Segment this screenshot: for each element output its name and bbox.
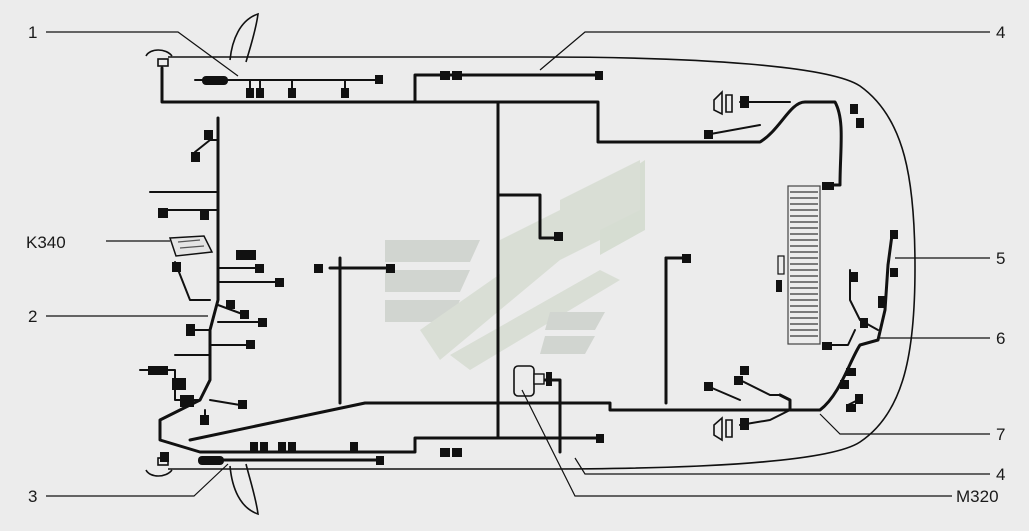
k340-module	[168, 235, 214, 257]
speaker-icons	[713, 90, 733, 442]
connectors	[148, 71, 898, 465]
callout-k340: K340	[26, 233, 66, 252]
callout-4-bottom: 4	[996, 465, 1005, 484]
callout-7: 7	[996, 425, 1005, 444]
callout-1: 1	[28, 23, 37, 42]
callout-m320: M320	[956, 487, 999, 506]
leader-lines	[46, 31, 990, 497]
watermark-logo	[385, 160, 645, 370]
callout-4-top: 4	[996, 23, 1005, 42]
callout-5: 5	[996, 249, 1005, 268]
m320-motor	[513, 365, 545, 397]
wiring-harness	[139, 66, 894, 462]
callout-2: 2	[28, 307, 37, 326]
vehicle-outline	[145, 12, 916, 516]
heated-rear-window-element	[777, 185, 821, 345]
callout-3: 3	[28, 487, 37, 506]
callout-6: 6	[996, 329, 1005, 348]
